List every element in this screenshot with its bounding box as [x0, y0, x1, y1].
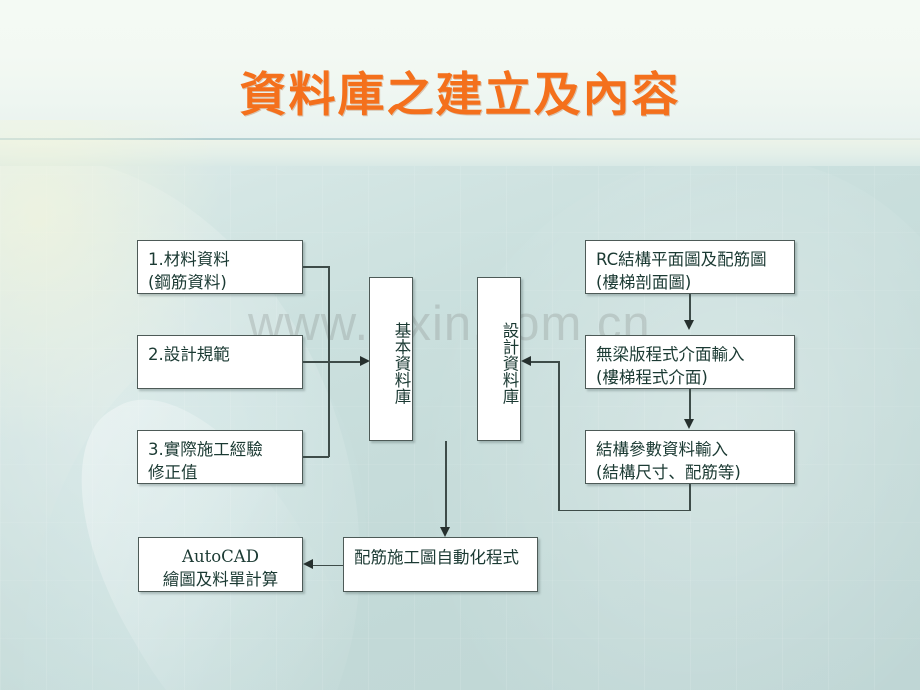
connector-up-to-design-db: [558, 361, 560, 511]
node-material-data-label: 1.材料資料 (鋼筋資料): [148, 250, 230, 293]
node-structural-parameters-label: 結構參數資料輸入 (結構尺寸、配筋等): [596, 440, 741, 483]
arrow-into-design-db: [521, 355, 531, 366]
node-design-database[interactable]: 設計資料庫: [477, 277, 521, 441]
node-autocad-output-label: AutoCAD 繪圖及料單計算: [162, 547, 279, 590]
connector-into-design-db: [530, 361, 560, 363]
node-flat-slab-input[interactable]: 無梁版程式介面輸入 (樓梯程式介面): [585, 335, 795, 389]
connector-parameters-left: [558, 509, 691, 512]
arrow-into-rebar-auto: [440, 527, 450, 537]
watermark-text: www.zixin.com.cn: [248, 297, 651, 351]
title-divider: [0, 138, 920, 140]
node-rebar-automation-program-label: 配筋施工圖自動化程式: [354, 548, 519, 567]
node-construction-experience[interactable]: 3.實際施工經驗 修正值: [137, 430, 303, 484]
arrow-into-parameters: [684, 419, 694, 429]
page-title: 資料庫之建立及內容: [239, 68, 681, 123]
node-material-data[interactable]: 1.材料資料 (鋼筋資料): [137, 240, 303, 294]
connector-experience-to-bus: [303, 456, 329, 458]
node-rebar-automation-program[interactable]: 配筋施工圖自動化程式: [343, 537, 538, 592]
node-structural-parameters[interactable]: 結構參數資料輸入 (結構尺寸、配筋等): [585, 430, 795, 484]
title-band: [0, 0, 920, 139]
node-design-spec-label: 2.設計規範: [148, 345, 230, 364]
node-autocad-output[interactable]: AutoCAD 繪圖及料單計算: [138, 537, 303, 592]
connector-parameters-down: [689, 483, 691, 511]
connector-basicdb-to-rebar: [445, 441, 447, 531]
node-design-spec[interactable]: 2.設計規範: [137, 335, 303, 389]
node-flat-slab-input-label: 無梁版程式介面輸入 (樓梯程式介面): [596, 345, 745, 388]
connector-spec-to-bus: [303, 361, 329, 363]
connector-material-to-bus: [303, 266, 329, 268]
node-design-database-label: 設計資料庫: [500, 321, 519, 405]
connector-bus-to-basic-db: [328, 361, 364, 363]
connector-rcplan-to-flatslab: [689, 293, 691, 324]
node-basic-database[interactable]: 基本資料庫: [369, 277, 413, 441]
node-rc-structural-plan[interactable]: RC結構平面圖及配筋圖 (樓梯剖面圖): [585, 240, 795, 294]
arrow-into-basic-db: [360, 355, 370, 366]
connector-flatslab-to-parameters: [689, 388, 691, 422]
node-construction-experience-label: 3.實際施工經驗 修正值: [148, 440, 263, 483]
node-basic-database-label: 基本資料庫: [392, 321, 411, 405]
arrow-into-flatslab: [684, 320, 694, 330]
arrow-into-autocad: [303, 559, 313, 569]
node-rc-structural-plan-label: RC結構平面圖及配筋圖 (樓梯剖面圖): [596, 250, 767, 293]
connector-rebar-to-autocad: [312, 564, 343, 567]
